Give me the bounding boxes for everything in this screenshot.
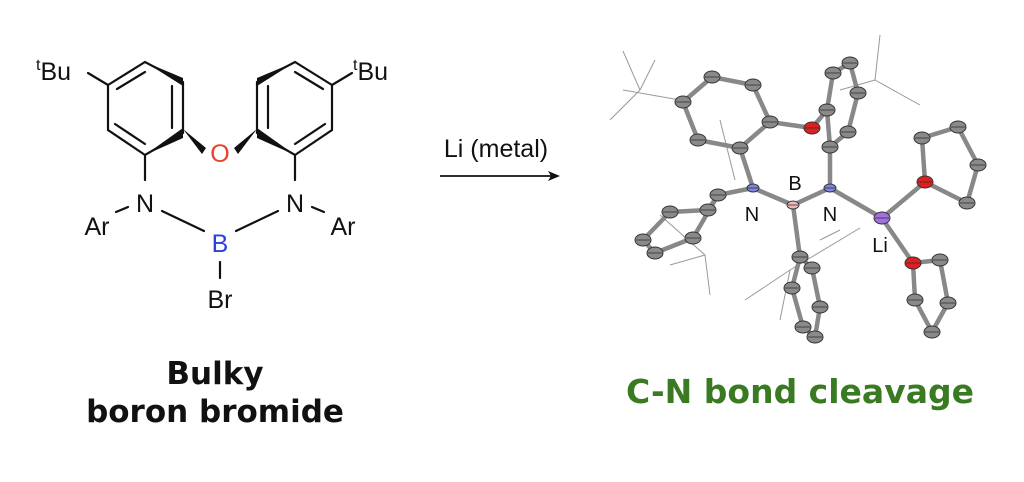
ortep-bond: [879, 215, 916, 266]
product-n-right-label: N: [823, 204, 837, 226]
tbu-right-label: tBu: [353, 57, 388, 86]
product-caption: C-N bond cleavage: [626, 372, 974, 411]
aryl-right-label: Ar: [331, 213, 356, 241]
tbu-wireframe: [819, 229, 841, 241]
tbu-wireframe: [669, 254, 706, 266]
ortep-bond: [790, 185, 833, 208]
ortep-bond: [789, 285, 806, 330]
ortep-bond: [680, 99, 701, 143]
arrow-head-icon: [548, 171, 560, 181]
tbu-wireframe: [719, 119, 736, 181]
nitrogen-right-label: N: [286, 190, 304, 218]
tbu-left-label: tBu: [36, 57, 71, 86]
tbu-wireframe: [659, 214, 711, 296]
reactant-caption-line2: boron bromide: [86, 394, 344, 430]
ortep-bond: [845, 90, 861, 135]
ortep-bond: [690, 192, 721, 241]
product-n-left-label: N: [745, 204, 759, 226]
ortep-bond: [879, 179, 928, 221]
ortep-bond: [919, 135, 928, 185]
ortep-bond: [750, 82, 773, 125]
tbu-wireframe: [622, 89, 681, 101]
product-boron-label: B: [788, 173, 801, 195]
reagent-label: Li (metal): [444, 135, 548, 163]
boron-label: B: [212, 230, 229, 258]
bromine-label: Br: [208, 286, 233, 314]
ortep-bond: [809, 265, 823, 310]
tbu-wireframe: [779, 269, 791, 321]
aryl-left-label: Ar: [85, 213, 110, 241]
ortep-bond: [955, 124, 981, 168]
tbu-wireframe: [609, 50, 641, 121]
ortep-bond: [827, 185, 885, 221]
tbu-wireframe: [744, 227, 861, 301]
ortep-bond: [750, 185, 796, 208]
tbu-wireframe: [874, 34, 921, 106]
reactant-caption-line1: Bulky: [166, 356, 263, 392]
product-crystal-structure: [609, 34, 987, 344]
reaction-arrow: [440, 171, 560, 181]
ortep-bond: [937, 257, 951, 306]
ortep-bond: [737, 145, 756, 191]
tbu-wireframe: [639, 59, 656, 91]
oxygen-label: O: [210, 140, 229, 168]
reactant-structure: tBu tBu O N N Ar Ar B Br: [36, 57, 388, 314]
ortep-bond: [790, 202, 803, 260]
product-lithium-label: Li: [872, 235, 888, 257]
nitrogen-left-label: N: [136, 190, 154, 218]
